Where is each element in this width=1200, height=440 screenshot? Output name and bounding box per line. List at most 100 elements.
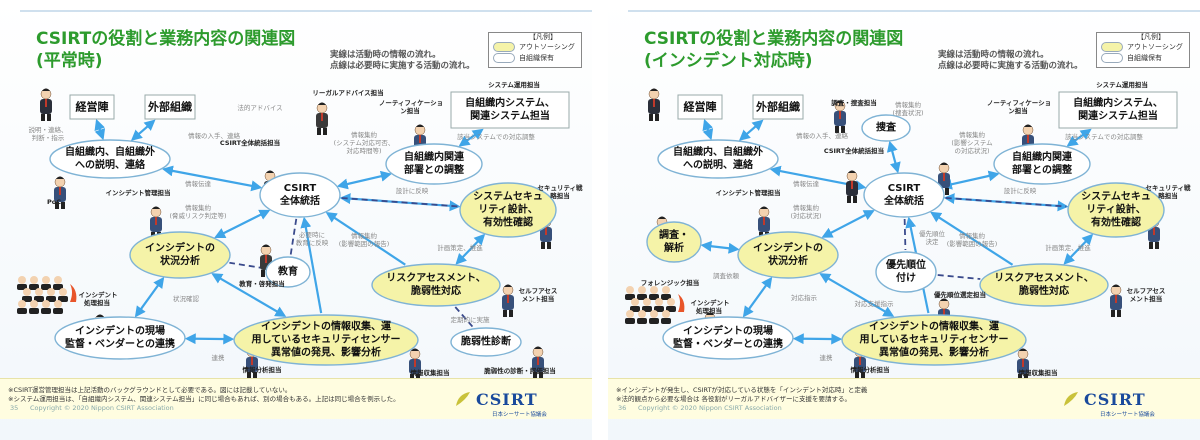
- person-tie: [265, 255, 267, 263]
- node-line: リティ設計、: [478, 204, 538, 216]
- diagram-note: 実線は活動時の情報の流れ。点線は必要時に実施する活動の流れ。: [330, 50, 475, 72]
- flow-arrow-keiei-setsumei: [702, 118, 714, 141]
- crowd-head: [30, 276, 38, 284]
- person-icon: [1017, 348, 1029, 381]
- flow-annotation: 連携: [820, 354, 833, 362]
- node-line: 関連システム担当: [470, 111, 550, 122]
- node-box-system: [1058, 91, 1178, 129]
- person-hair: [1024, 124, 1032, 127]
- flow-arrow-risk-csirt: [325, 211, 406, 266]
- person-hair: [318, 102, 326, 105]
- node-ellipse-csirt: [259, 172, 341, 218]
- node-line: インシデントの: [753, 243, 823, 254]
- person-icon: [40, 88, 52, 121]
- person-hair: [658, 216, 666, 219]
- flow-annotation-line: 連携: [211, 354, 225, 362]
- node-line: 優先順位: [886, 260, 926, 271]
- dashed-flow-csirt-kyoiku: [289, 218, 298, 256]
- node-zeijaku: 脆弱性診断: [461, 336, 511, 349]
- flow-annotation-line: 情報集約: [184, 204, 211, 212]
- flow-annotation: 対応支援指示: [855, 300, 894, 308]
- crowd-head: [631, 298, 639, 306]
- person-leg: [410, 374, 414, 381]
- node-line: システムセキュ: [1081, 191, 1151, 203]
- person-hair: [534, 346, 542, 349]
- person-tie: [251, 357, 253, 365]
- node-ellipse-genba: [54, 316, 186, 360]
- node-box-gaibu: [752, 94, 804, 120]
- flow-annotation-line: 法的アドバイス: [237, 104, 283, 112]
- footer-notes: ※CSIRT運営管理担当は上記活動のバックグラウンドとして必要である。図には記載…: [0, 378, 592, 419]
- node-line: 異常値の発見、影響分析: [270, 347, 381, 359]
- dashed-flow-csirt-yusen: [903, 218, 907, 251]
- person-tie: [763, 217, 765, 225]
- node-line: 部署との調整: [404, 165, 464, 176]
- node-line: への説明、連絡: [75, 160, 145, 171]
- flow-annotation: 情報伝達: [185, 180, 211, 188]
- node-ellipse-joho: [841, 314, 1027, 366]
- flow-annotation-line: 情報の入手、連絡: [796, 132, 848, 140]
- role-label: 調査・捜査担当: [831, 99, 877, 107]
- node-security: システムセキュリティ設計、有効性確認: [473, 191, 543, 230]
- page-title: CSIRTの役割と業務内容の関連図(平常時): [36, 28, 295, 72]
- flow-annotation-line: 対応時間等): [346, 147, 382, 155]
- person-leg: [1149, 242, 1153, 249]
- person-hair: [56, 176, 64, 179]
- person-tie: [943, 309, 945, 317]
- node-ellipse-setsumei: [49, 139, 171, 179]
- role-label: 情報分析担当: [242, 366, 282, 374]
- node-incident: インシデントの状況分析: [145, 242, 215, 268]
- role-label: 略担当: [550, 192, 570, 200]
- node-line: 自組織内関連: [404, 152, 464, 163]
- person-leg: [649, 114, 653, 121]
- person-hair: [96, 314, 104, 317]
- fire-icon: [70, 284, 77, 302]
- flow-arrow-incident-genba: [742, 276, 773, 318]
- crowd-head: [23, 288, 31, 296]
- node-kanren: 自組織内関連部署との調整: [404, 151, 464, 177]
- crowd-body: [29, 284, 39, 290]
- person-leg: [853, 196, 857, 203]
- flow-annotation-line: 教育に反映: [295, 239, 329, 247]
- flow-arrow-risk-security: [455, 233, 486, 265]
- crowd-head: [18, 276, 26, 284]
- slide-normal-operations: CSIRTの役割と業務内容の関連図(平常時) 実線は活動時の情報の流れ。点線は必要…: [0, 0, 592, 440]
- flow-arrow-risk-csirt: [930, 211, 1014, 266]
- node-ellipse-setsumei: [657, 139, 779, 179]
- person-icon: [532, 346, 544, 379]
- csirt-logo-sub: 日本シーサート協議会: [492, 412, 547, 418]
- node-risk: リスクアセスメント、脆弱性対応: [994, 272, 1094, 298]
- node-line: への説明、連絡: [683, 160, 753, 171]
- flow-annotation-line: 対応支援指示: [854, 300, 894, 308]
- node-system: 自組織内システム、関連システム担当: [1073, 97, 1163, 123]
- crowd-body: [41, 308, 51, 314]
- node-ellipse-kyoiku: [265, 256, 311, 288]
- node-line: 外部組織: [756, 100, 800, 114]
- flow-arrow-incident-joho: [819, 273, 895, 317]
- person-hair: [836, 100, 844, 103]
- legend-row-inhouse: 自組織保有: [493, 53, 554, 63]
- person-icon: [502, 284, 514, 317]
- title-line: CSIRTの役割と業務内容の関連図: [36, 29, 296, 49]
- crowd-body: [41, 284, 51, 290]
- role-label: 情報収集担当: [1018, 369, 1058, 377]
- node-line: リスクアセスメント、: [386, 273, 486, 284]
- node-line: 状況分析: [160, 256, 200, 267]
- person-leg: [1018, 374, 1022, 381]
- node-system: 自組織内システム、関連システム担当: [465, 97, 555, 123]
- flow-annotation-line: 情報伝達: [185, 180, 211, 188]
- node-ellipse-risk: [371, 263, 501, 307]
- role-label: 処理担当: [84, 299, 110, 307]
- person-leg: [655, 114, 659, 121]
- person-leg: [47, 114, 51, 121]
- node-line: 用しているセキュリティセンサー: [859, 334, 1009, 346]
- note-line: 実線は活動時の情報の流れ。: [938, 50, 1049, 60]
- node-ellipse-genba: [662, 316, 794, 360]
- node-ellipse-zeijaku: [450, 327, 522, 357]
- node-ellipse-kanren: [993, 143, 1091, 185]
- crowd-body: [34, 296, 44, 302]
- flow-annotation: 情報伝達: [793, 180, 819, 188]
- person-hair: [706, 312, 714, 315]
- role-label: 脆弱性の診断・評価担当: [484, 367, 556, 375]
- person-icon: [316, 102, 328, 135]
